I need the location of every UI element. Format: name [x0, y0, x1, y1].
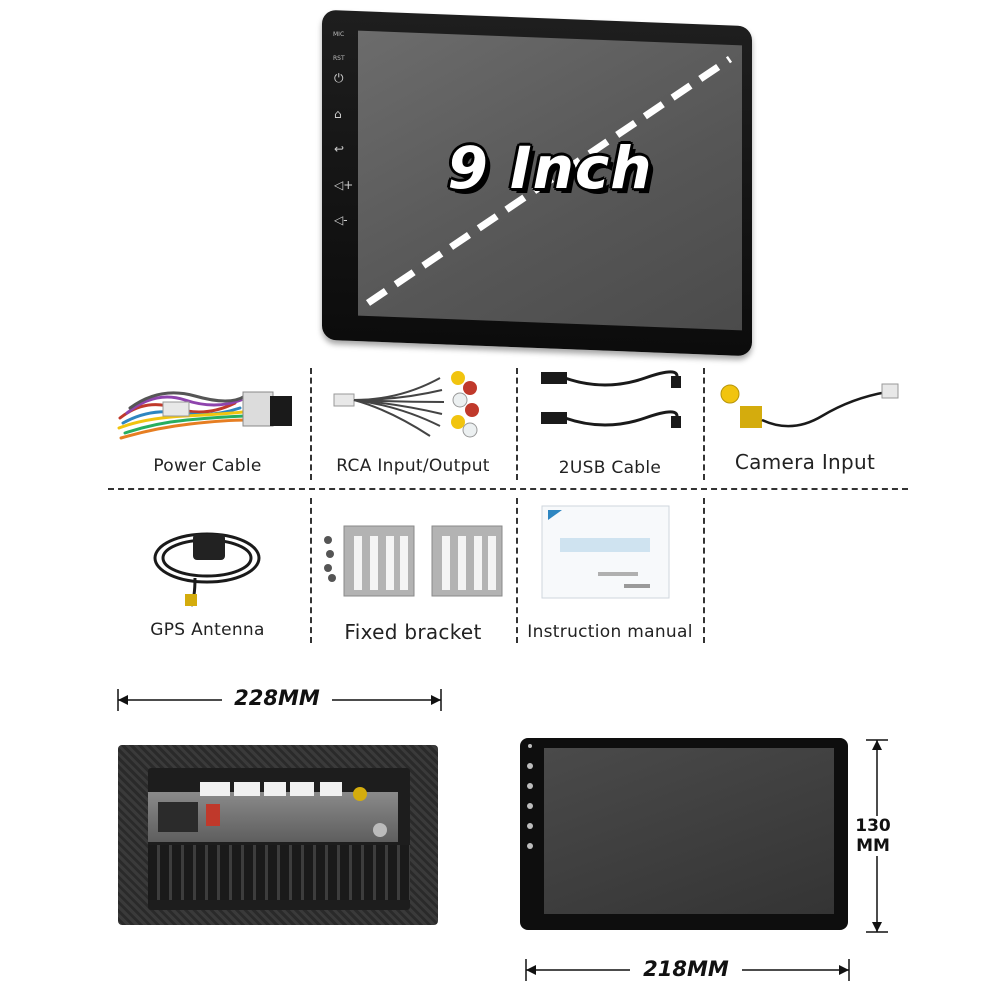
rear-width-label: 228MM: [222, 686, 332, 710]
head-unit-screen: [358, 30, 742, 331]
mic-label: MIC: [333, 31, 345, 38]
diagonal-dashed-line: [365, 55, 733, 306]
head-unit-front-screen: [544, 748, 834, 914]
front-width-label: 218MM: [630, 957, 742, 981]
front-height-label: 130 MM: [850, 816, 896, 856]
grid-divider-vertical: [310, 498, 312, 643]
screen-size-title: 9 Inch: [447, 134, 653, 202]
rca-cable-image: [333, 371, 479, 438]
rst-label: RST: [333, 55, 345, 62]
power-icon: ⏻: [334, 71, 344, 85]
accessory-label-manual: Instruction manual: [527, 622, 693, 642]
rear-heatsink-fins: [148, 845, 410, 900]
accessory-label-rca: RCA Input/Output: [336, 456, 490, 476]
grid-divider-vertical: [703, 498, 705, 643]
usb-cable-image: [541, 370, 681, 428]
front-height-unit: MM: [856, 836, 890, 856]
back-icon: ↩: [334, 142, 345, 156]
accessory-label-camera: Camera Input: [734, 450, 876, 474]
volume-down-icon: ◁-: [334, 213, 348, 227]
accessory-label-gps: GPS Antenna: [150, 620, 265, 640]
gps-antenna-image: [153, 532, 261, 607]
camera-cable-image: [720, 383, 899, 428]
volume-up-icon: ◁+: [334, 178, 354, 192]
grid-divider-vertical: [310, 368, 312, 480]
accessory-label-usb: 2USB Cable: [558, 458, 662, 478]
grid-divider-horizontal: [108, 488, 908, 490]
accessory-label-power-cable: Power Cable: [153, 456, 262, 476]
rear-connectors: [158, 782, 387, 837]
grid-divider-vertical: [516, 368, 518, 480]
accessory-label-bracket: Fixed bracket: [344, 620, 482, 644]
front-height-value: 130: [855, 816, 891, 836]
front-side-buttons: [527, 744, 533, 849]
power-cable-image: [117, 391, 292, 440]
home-icon: ⌂: [334, 107, 342, 121]
instruction-manual-image: [541, 505, 670, 599]
grid-divider-vertical: [516, 498, 518, 643]
grid-divider-vertical: [703, 368, 705, 480]
fixed-bracket-image: [324, 525, 503, 597]
head-unit-side-buttons: MIC RST ⏻ ⌂ ↩ ◁+ ◁-: [331, 30, 353, 245]
